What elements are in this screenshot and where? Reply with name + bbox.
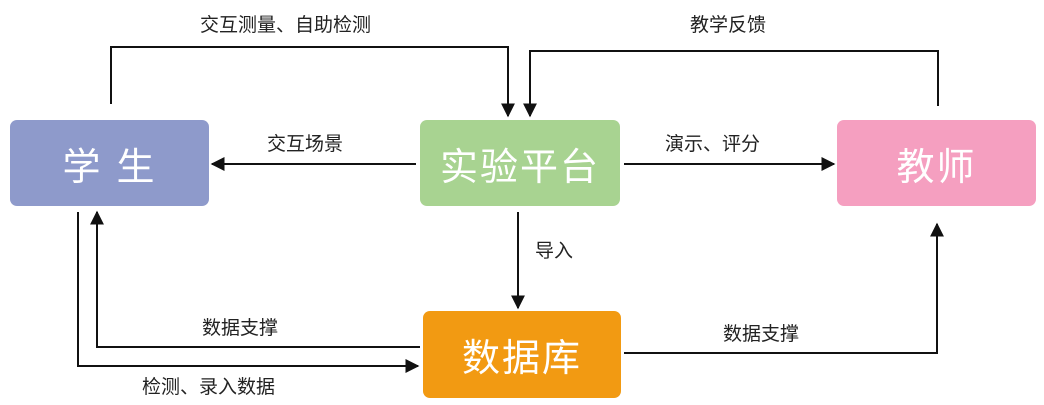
label-import: 导入: [535, 240, 574, 262]
edge-data-support-teacher: [624, 222, 944, 354]
label-teaching-feedback: 教学反馈: [690, 14, 767, 36]
edge-teaching-feedback: [523, 50, 939, 118]
label-interactive-measure: 交互测量、自助检测: [200, 14, 372, 36]
label-data-support-student: 数据支撑: [202, 317, 279, 339]
node-database: 数据库: [423, 311, 621, 398]
label-demo-score: 演示、评分: [665, 133, 761, 155]
edge-detect-record: [77, 212, 420, 373]
node-platform: 实验平台: [420, 120, 620, 206]
label-interactive-scene: 交互场景: [267, 133, 344, 155]
node-platform-label: 实验平台: [439, 144, 600, 189]
node-teacher-label: 教师: [896, 144, 977, 189]
label-data-support-teacher: 数据支撑: [723, 323, 800, 345]
node-teacher: 教师: [837, 120, 1036, 206]
label-detect-record: 检测、录入数据: [142, 376, 276, 398]
edge-interactive-measure: [110, 46, 515, 118]
node-database-label: 数据库: [461, 336, 582, 380]
node-student-label: 学 生: [62, 144, 157, 189]
edge-data-support-student: [90, 210, 420, 348]
node-student: 学 生: [10, 120, 209, 206]
